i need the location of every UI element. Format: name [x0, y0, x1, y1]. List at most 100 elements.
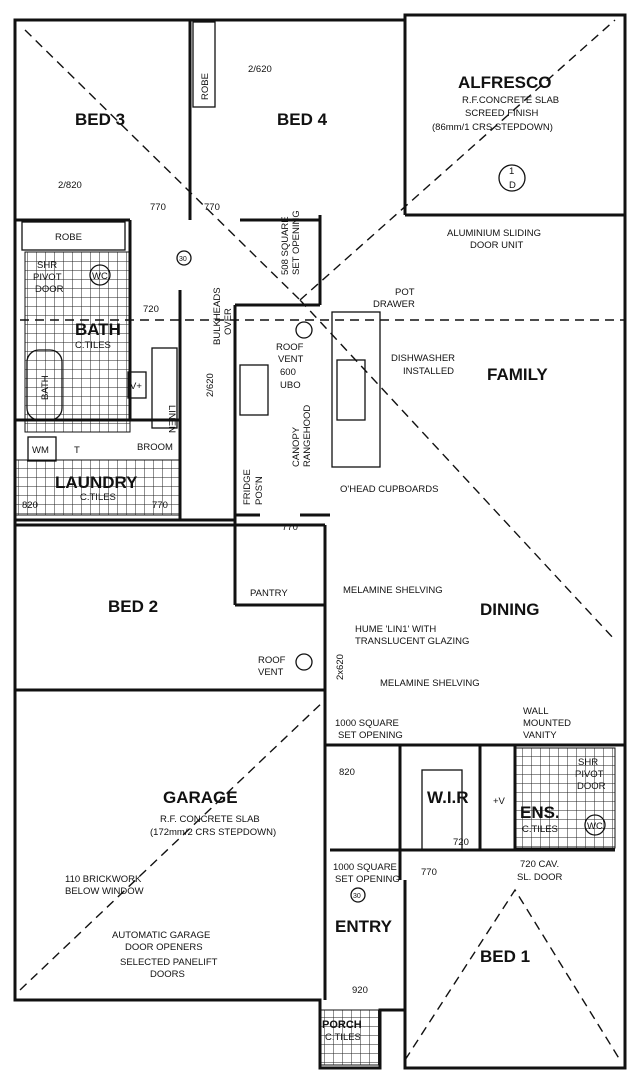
robe-label: ROBE — [55, 232, 82, 243]
room-bed2: BED 2 — [108, 597, 158, 616]
garage-openers-note: AUTOMATIC GARAGE — [112, 930, 210, 941]
wir-box — [421, 769, 463, 851]
ceiling-mark-icon — [350, 887, 366, 903]
shower-door-label: PIVOT — [33, 272, 62, 283]
dishwasher-note: INSTALLED — [403, 366, 454, 377]
sliding-door-note: ALUMINIUM SLIDING — [447, 228, 541, 239]
kitchen-sink — [336, 359, 366, 421]
garage-note: R.F. CONCRETE SLAB — [160, 814, 260, 825]
laundry-note: C.TILES — [80, 492, 116, 503]
dim-laundry-770: 770 — [152, 500, 168, 511]
sliding-door-note: DOOR UNIT — [470, 240, 524, 251]
pantry-label: PANTRY — [250, 588, 288, 599]
linen-label: LINEN — [166, 405, 177, 433]
ensuite-shower-label: SHR — [578, 757, 598, 768]
roof-vent-note: ROOF — [258, 655, 286, 666]
dim-garage-820: 820 — [339, 767, 355, 778]
hume-door-note: TRANSLUCENT GLAZING — [355, 636, 469, 647]
garage-openers-note: DOOR OPENERS — [125, 942, 203, 953]
melamine-shelving-note: MELAMINE SHELVING — [380, 678, 480, 689]
set-opening-note: 508 SQUARE — [280, 216, 291, 275]
dim-770: 770 — [150, 202, 166, 213]
room-garage: GARAGE — [163, 788, 238, 807]
ensuite-tiles — [514, 747, 616, 849]
bath-tiles — [24, 251, 131, 433]
room-bed4: BED 4 — [277, 110, 328, 129]
ohead-cupboards-note: O'HEAD CUPBOARDS — [340, 484, 438, 495]
room-bath: BATH — [75, 320, 121, 339]
room-dining: DINING — [480, 600, 540, 619]
ensuite-note: C.TILES — [522, 824, 558, 835]
set-opening-note: SET OPENING — [291, 210, 302, 275]
rangehood-note: CANOPY — [291, 426, 302, 467]
wall-vanity-note: MOUNTED — [523, 718, 571, 729]
cavity-door-note: 720 CAV. — [520, 859, 559, 870]
set-opening-note: SET OPENING — [338, 730, 403, 741]
ceiling-mark-icon — [176, 250, 192, 266]
ensuite-shower-label: DOOR — [577, 781, 606, 792]
vanity-box — [127, 371, 147, 399]
room-wir: W.I.R — [427, 788, 469, 807]
wall-vanity-note: VANITY — [523, 730, 557, 741]
bathtub — [26, 349, 63, 421]
section-marker-icon — [498, 164, 526, 192]
room-bed1: BED 1 — [480, 947, 530, 966]
robe-label: ROBE — [200, 73, 211, 100]
pot-drawer-note: POT — [395, 287, 415, 298]
walls — [13, 13, 627, 1070]
ensuite-shower-label: PIVOT — [575, 769, 604, 780]
room-ensuite: ENS. — [520, 803, 560, 822]
cooktop — [239, 364, 269, 416]
roof-lines — [19, 19, 625, 1061]
roof-vent-note: VENT — [278, 354, 304, 365]
alfresco-note: SCREED FINISH — [465, 108, 539, 119]
section-marker-sheet: D — [509, 180, 516, 191]
set-opening-note: SET OPENING — [335, 874, 400, 885]
robe-bed3 — [21, 221, 126, 251]
pot-drawer-note: DRAWER — [373, 299, 415, 310]
panelift-note: DOORS — [150, 969, 185, 980]
room-entry: ENTRY — [335, 917, 393, 936]
ceiling-mark: 30 — [353, 893, 361, 900]
room-alfresco: ALFRESCO — [458, 73, 552, 92]
fridge-label: FRIDGE — [242, 469, 253, 505]
roof-vent-note: VENT — [258, 667, 284, 678]
garage-note: (172mm/2 CRS STEPDOWN) — [150, 827, 276, 838]
laundry-tiles — [14, 459, 181, 516]
melamine-shelving-note: MELAMINE SHELVING — [343, 585, 443, 596]
brickwork-note: BELOW WINDOW — [65, 886, 144, 897]
dim-770: 770 — [204, 202, 220, 213]
dim-pantry-770: 770 — [282, 522, 298, 533]
dim-bed3-door: 2/820 — [58, 180, 82, 191]
ensuite-vanity-label: +V — [493, 796, 506, 807]
room-bed3: BED 3 — [75, 110, 125, 129]
rangehood-note: RANGEHOOD — [302, 405, 313, 467]
shower-door-label: SHR — [37, 260, 57, 271]
fridge-label: POS'N — [254, 476, 265, 505]
shower-door-label: DOOR — [35, 284, 64, 295]
roof-vent-icon — [295, 653, 313, 671]
dim-porch-920: 920 — [352, 985, 368, 996]
bulkheads-note: OVER — [223, 308, 234, 335]
brickwork-note: 110 BRICKWORK — [65, 874, 142, 885]
room-family: FAMILY — [487, 365, 548, 384]
trough-label: T — [74, 445, 80, 456]
alfresco-note: (86mm/1 CRS STEPDOWN) — [432, 122, 553, 133]
ens-wc-icon — [584, 814, 606, 836]
wall-vanity-note: WALL — [523, 706, 549, 717]
broom-label: BROOM — [137, 442, 173, 453]
wm-box — [27, 436, 57, 462]
set-opening-note: 1000 SQUARE — [335, 718, 399, 729]
dim-laundry-820: 820 — [22, 500, 38, 511]
dim-linen-door: 2/620 — [205, 373, 216, 397]
bath-note: C.TILES — [75, 340, 111, 351]
set-opening-note: 1000 SQUARE — [333, 862, 397, 873]
panelift-note: SELECTED PANELIFT — [120, 957, 218, 968]
dim-entry-770: 770 — [421, 867, 437, 878]
wm-label: WM — [32, 445, 49, 456]
bulkheads-note: BULKHEADS — [212, 287, 223, 345]
dim-bath-door: 720 — [143, 304, 159, 315]
cavity-door-note: SL. DOOR — [517, 872, 563, 883]
robe-bed4 — [192, 21, 216, 108]
